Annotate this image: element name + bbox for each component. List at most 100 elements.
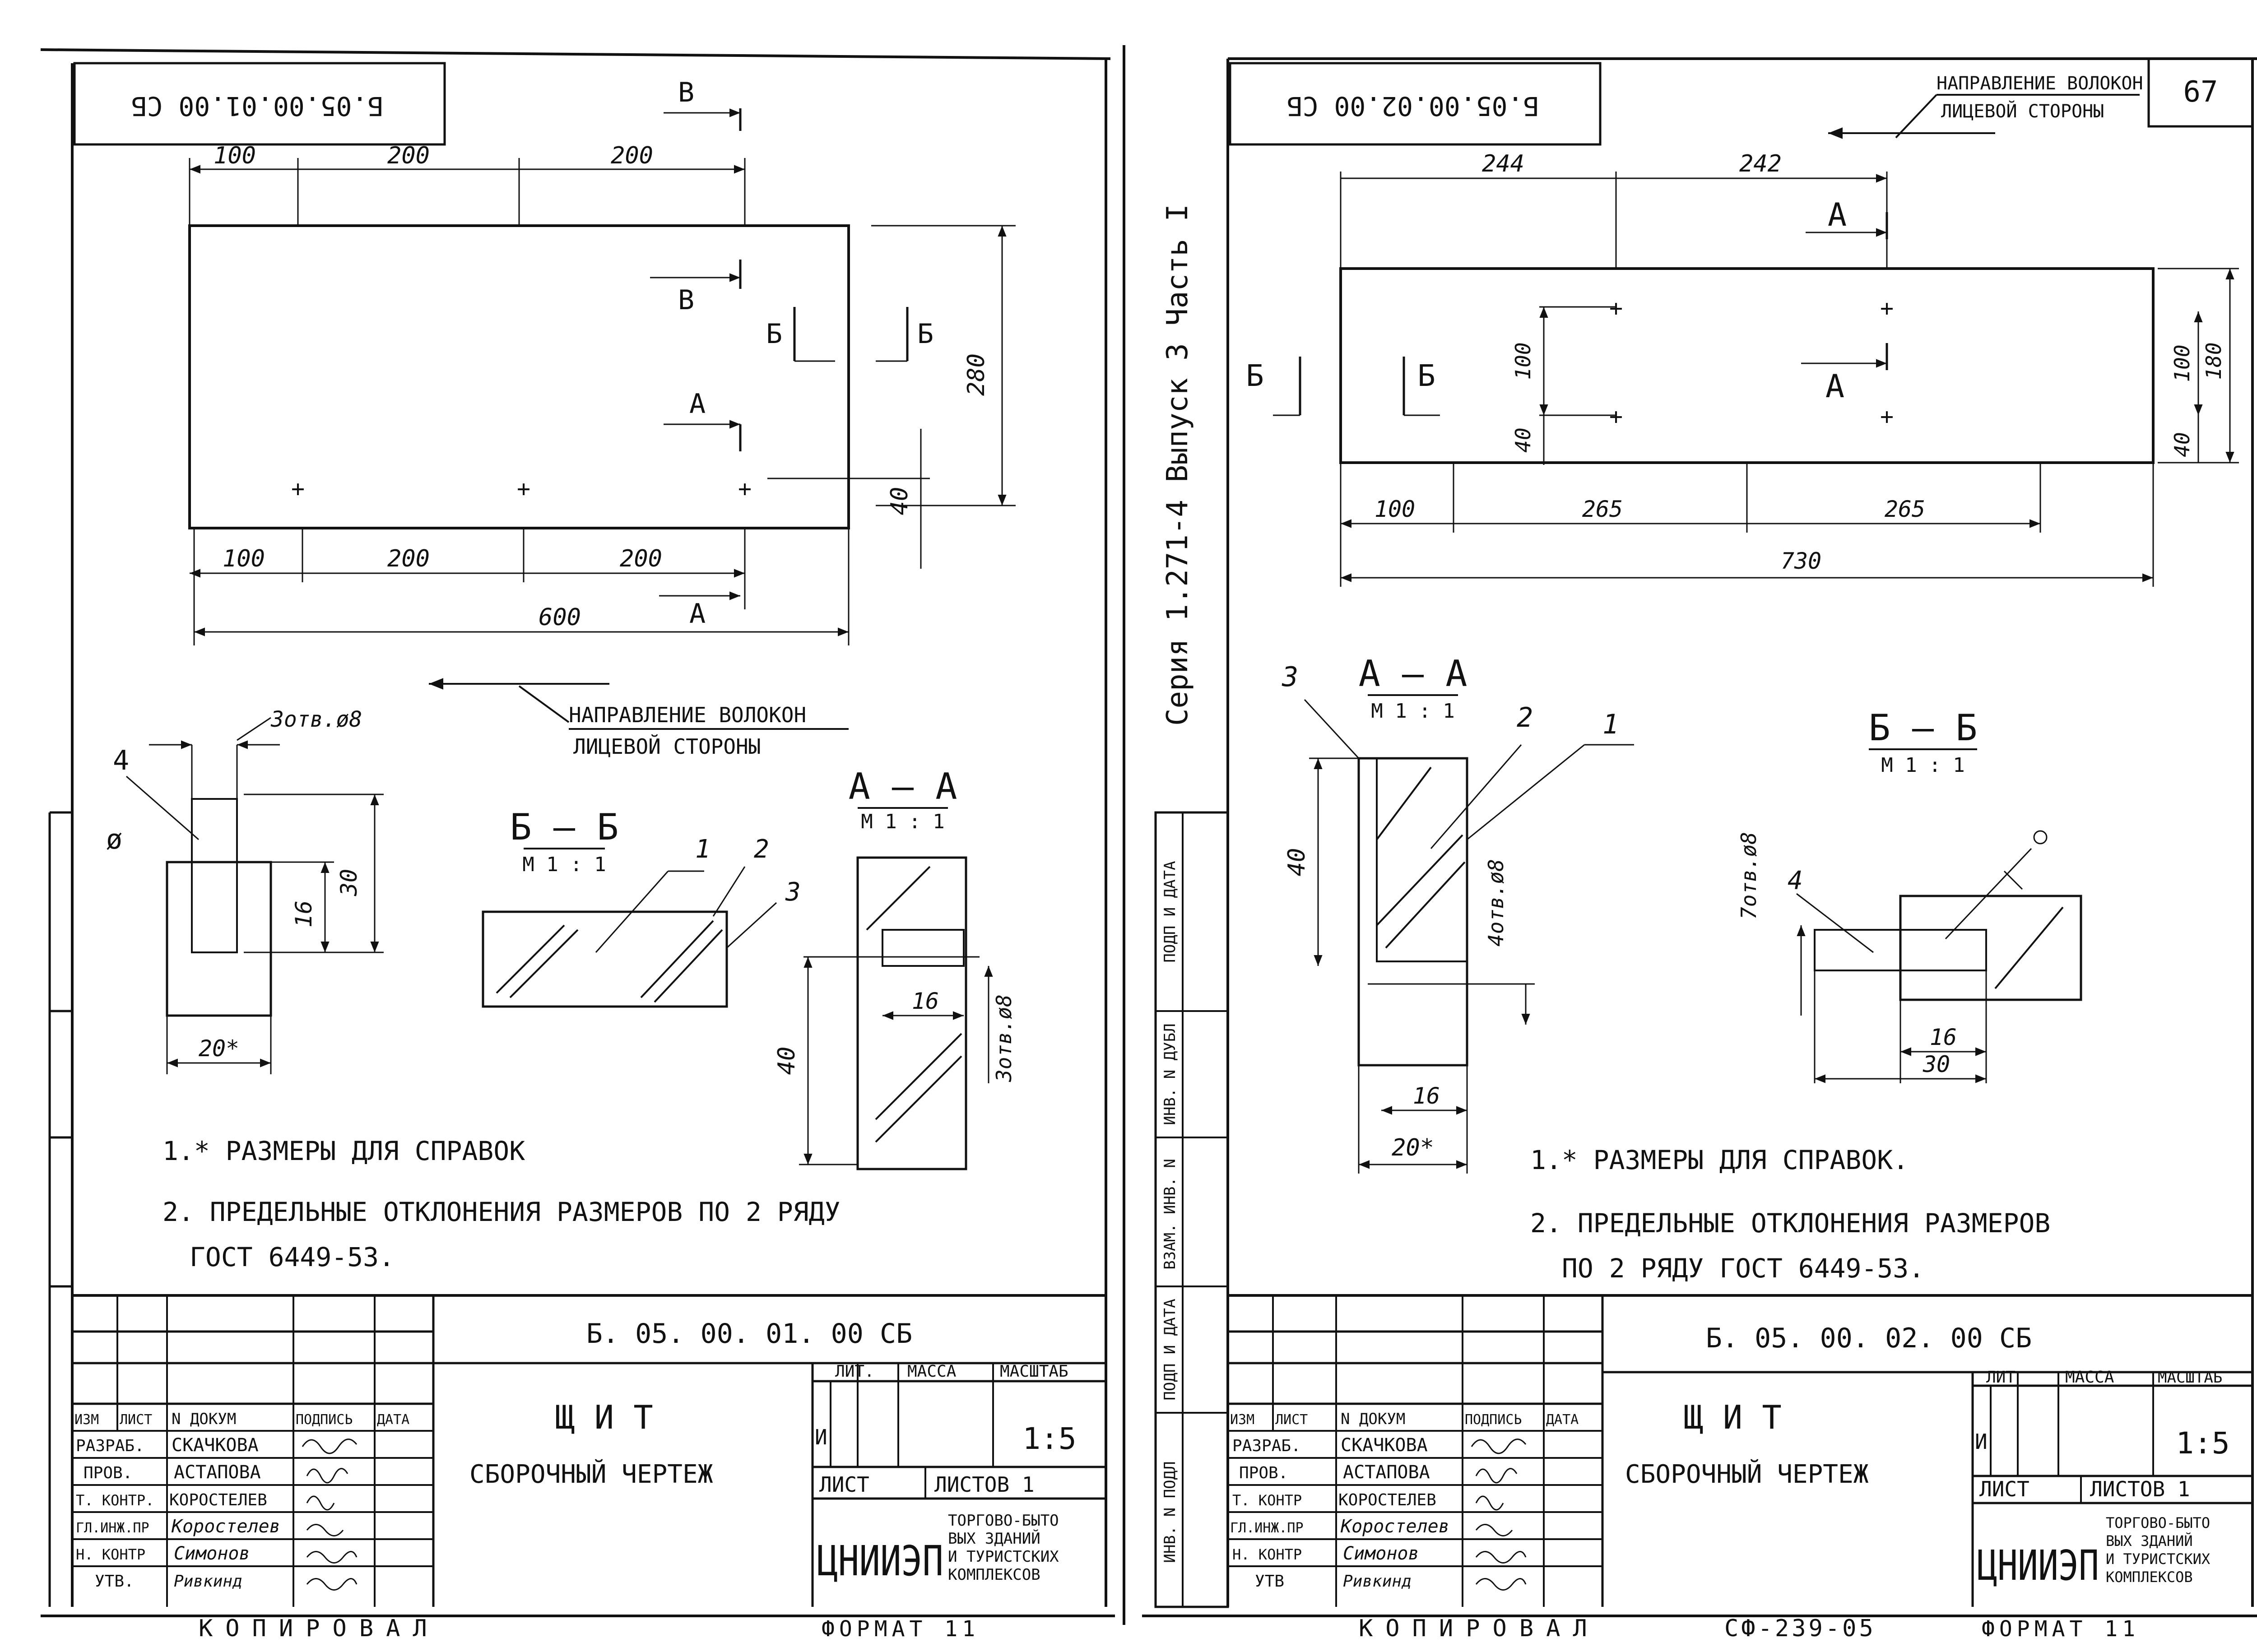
right-tb-sheet: ЛИСТ xyxy=(1979,1477,2029,1501)
right-tb-h-list: ЛИСТ xyxy=(1275,1412,1308,1428)
right-bb-dim-30: 30 xyxy=(1923,1051,1950,1077)
signature xyxy=(306,1578,358,1591)
right-aa-holes: 4отв.ø8 xyxy=(1484,859,1508,947)
left-tb-h-list: ЛИСТ xyxy=(120,1412,152,1428)
section-label-b1: В xyxy=(678,77,694,108)
right-tb-h-izm: ИЗМ xyxy=(1230,1412,1254,1428)
section-label-bb2: Б xyxy=(917,318,933,350)
left-tb-name-4: Коростелев xyxy=(171,1516,280,1537)
right-tb-org-desc-2: ВЫХ ЗДАНИЙ xyxy=(2106,1532,2193,1550)
right-tb-role-3: Т. КОНТР xyxy=(1232,1492,1302,1509)
left-weld: ø xyxy=(106,824,122,855)
right-tb-org-desc-3: И ТУРИСТСКИХ xyxy=(2106,1550,2210,1568)
right-aa-part-2: 2 xyxy=(1517,702,1533,733)
left-tb-name-1: СКАЧКОВА xyxy=(172,1435,259,1456)
right-tb-scale: 1:5 xyxy=(2176,1426,2229,1461)
left-tb-scale-label: МАСШТАБ xyxy=(1000,1362,1068,1381)
right-aa-title: А — А xyxy=(1359,653,1468,695)
right-title-block: Б. 05. 00. 02. 00 СБ Щ И Т СБОРОЧНЫЙ ЧЕР… xyxy=(1228,1294,2252,1607)
right-sec-a1: А xyxy=(1828,196,1847,233)
right-tb-role-2: ПРОВ. xyxy=(1239,1464,1288,1482)
left-tb-sheet: ЛИСТ xyxy=(819,1472,869,1497)
section-label-b2: В xyxy=(678,284,694,316)
right-bottom-dim-2: 265 xyxy=(1582,496,1623,522)
right-sec-b2: Б xyxy=(1417,358,1435,393)
series-vertical: Серия 1.271-4 Выпуск 3 Часть I xyxy=(1161,204,1194,726)
side-col-2: ПОДП И ДАТА xyxy=(1161,1299,1179,1400)
left-tb-org-desc-2: ВЫХ ЗДАНИЙ xyxy=(948,1529,1040,1548)
right-aa-dim-20: 20* xyxy=(1392,1134,1434,1161)
left-tb-scale: 1:5 xyxy=(1022,1421,1076,1456)
right-tb-name-5: Симонов xyxy=(1343,1543,1419,1564)
left-title-block: Б. 05. 00. 01. 00 СБ Щ И Т СБОРОЧНЫЙ ЧЕР… xyxy=(72,1294,1106,1607)
left-bb-part-2: 2 xyxy=(754,835,769,864)
left-tb-subtitle: СБОРОЧНЫЙ ЧЕРТЕЖ xyxy=(469,1459,713,1489)
right-aa-part-1: 1 xyxy=(1602,709,1619,740)
left-sheet: Б.05.00.01.00 СБ 100 200 200 xyxy=(40,48,1115,1642)
side-col-5: ПОДП И ДАТА xyxy=(1161,861,1179,962)
right-note-1: 1.* РАЗМЕРЫ ДЛЯ СПРАВОК. xyxy=(1530,1145,1909,1175)
right-tb-name-4: Коростелев xyxy=(1340,1516,1449,1537)
right-fiber-direction: НАПРАВЛЕНИЕ ВОЛОКОН ЛИЦЕВОЙ СТОРОНЫ xyxy=(1828,73,2143,139)
left-tb-lit-value: И xyxy=(815,1425,827,1449)
right-side-100: 100 xyxy=(2170,344,2194,382)
side-col-3: ВЗАМ. ИНВ. N xyxy=(1161,1159,1179,1270)
right-tb-mass: МАССА xyxy=(2065,1368,2114,1387)
right-tb-org-desc-1: ТОРГОВО-БЫТО xyxy=(2106,1514,2210,1531)
right-aa-scale: М 1 : 1 xyxy=(1371,700,1454,723)
right-top-dim-2: 242 xyxy=(1739,150,1782,177)
right-sheet: Б.05.00.02.00 СБ 67 Серия 1.271-4 Выпуск… xyxy=(1123,45,2257,1642)
left-tb-h-sign: ПОДПИСЬ xyxy=(296,1412,353,1428)
signature xyxy=(306,1468,348,1484)
hole-mark: + xyxy=(1880,404,1894,430)
left-bottom-dim-1: 100 xyxy=(223,545,265,572)
right-inner-40: 40 xyxy=(1511,427,1535,452)
left-bb-title: Б — Б xyxy=(510,806,619,848)
side-col-1: ИНВ. N ПОДЛ xyxy=(1161,1461,1179,1563)
right-bb-scale: М 1 : 1 xyxy=(1881,754,1964,777)
left-tb-org-desc-1: ТОРГОВО-БЫТО xyxy=(948,1512,1059,1530)
right-copy-stamp: КОПИРОВАЛ xyxy=(1359,1615,1600,1642)
sheet-number: 67 xyxy=(2183,75,2218,109)
fiber-text-2: ЛИЦЕВОЙ СТОРОНЫ xyxy=(573,734,761,759)
signature xyxy=(1475,1495,1504,1511)
right-tb-role-5: Н. КОНТР xyxy=(1232,1546,1302,1563)
left-tb-h-izm: ИЗМ xyxy=(74,1412,99,1428)
archive-code: СФ-239-05 xyxy=(1724,1615,1876,1642)
left-tb-name-2: АСТАПОВА xyxy=(174,1462,261,1483)
right-note-3: ПО 2 РЯДУ ГОСТ 6449-53. xyxy=(1562,1253,1924,1284)
side-stamp: ИНВ. N ПОДЛ ПОДП И ДАТА ВЗАМ. ИНВ. N ИНВ… xyxy=(1154,811,1229,1608)
right-tb-name-6: Ривкинд xyxy=(1343,1572,1412,1591)
left-dim-20: 20* xyxy=(199,1035,239,1062)
left-tb-name: Щ И Т xyxy=(555,1398,653,1436)
signature xyxy=(1475,1551,1527,1564)
right-tb-org-desc-4: КОМПЛЕКСОВ xyxy=(2106,1568,2193,1586)
left-bb-part-1: 1 xyxy=(695,835,711,864)
left-dim-30: 30 xyxy=(336,869,362,896)
right-section-bb: Б — Б М 1 : 1 7отв.ø8 4 16 30 xyxy=(1737,707,2082,1083)
left-tb-role-4: ГЛ.ИНЖ.ПР xyxy=(76,1520,149,1536)
left-tb-name-5: Симонов xyxy=(174,1543,250,1564)
signature xyxy=(1475,1524,1513,1536)
right-tb-role-4: ГЛ.ИНЖ.ПР xyxy=(1230,1520,1304,1536)
right-top-dim-1: 244 xyxy=(1482,150,1524,177)
right-bb-part-4: 4 xyxy=(1788,866,1803,896)
section-label-a2: А xyxy=(689,598,706,630)
left-notes: 1.* РАЗМЕРЫ ДЛЯ СПРАВОК 2. ПРЕДЕЛЬНЫЕ ОТ… xyxy=(163,1136,841,1272)
left-format: ФОРМАТ 11 xyxy=(822,1616,980,1642)
hole-mark: + xyxy=(1880,295,1894,321)
right-tb-role-6: УТВ xyxy=(1255,1572,1284,1591)
left-section-aa: А — А М 1 : 1 40 16 3отв.ø8 xyxy=(773,766,1016,1170)
signature xyxy=(306,1524,344,1536)
right-tb-sheets: ЛИСТОВ 1 xyxy=(2090,1477,2190,1501)
left-aa-dim-16: 16 xyxy=(912,988,939,1014)
left-tb-role-3: Т. КОНТР. xyxy=(76,1492,154,1509)
fiber-text-1: НАПРАВЛЕНИЕ ВОЛОКОН xyxy=(569,703,806,727)
right-rotated-code: Б.05.00.02.00 СБ xyxy=(1287,91,1539,121)
left-tb-role-5: Н. КОНТР xyxy=(76,1546,145,1563)
left-bb-part-3: 3 xyxy=(785,877,801,907)
right-fiber-text-2: ЛИЦЕВОЙ СТОРОНЫ xyxy=(1941,100,2104,122)
left-bottom-dim-2: 200 xyxy=(387,545,430,572)
hole-mark: + xyxy=(738,476,752,502)
